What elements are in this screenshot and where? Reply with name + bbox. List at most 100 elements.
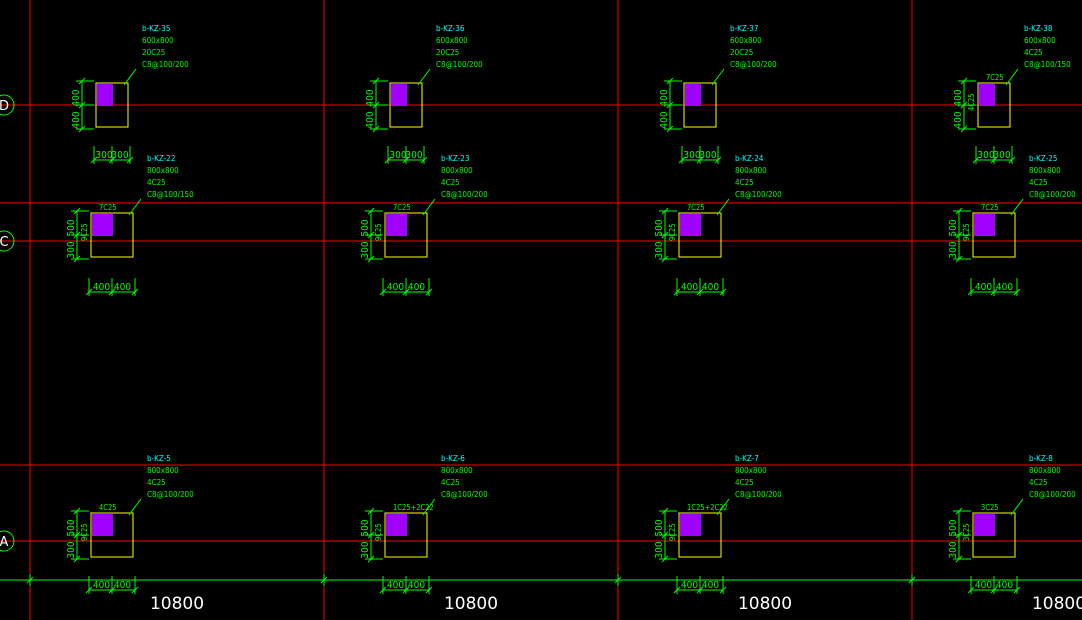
dimension-tick	[666, 125, 674, 133]
dimension-text: 300	[977, 150, 994, 161]
dimension-tick	[719, 586, 727, 594]
column-spec-line: 4C25	[1029, 478, 1048, 487]
column-tag: b-KZ-24	[735, 154, 764, 163]
column-outline	[389, 82, 423, 128]
dimension-text: 400	[659, 89, 670, 106]
axis-bubble-a[interactable]: A	[0, 530, 15, 552]
dimension-tick	[955, 231, 963, 239]
dimension-tick	[367, 531, 375, 539]
column-spec-line: 4C25	[735, 178, 754, 187]
dimension-tick	[372, 77, 380, 85]
dimension-tick	[379, 586, 387, 594]
dimension-tick	[372, 101, 380, 109]
dimension-text: 500	[66, 519, 77, 536]
dimension-tick	[661, 555, 669, 563]
leader-line	[716, 498, 730, 516]
column-spec-line: 4C25	[441, 178, 460, 187]
dimension-text: 400	[114, 282, 131, 293]
column-spec-line: 20C25	[436, 48, 459, 57]
column-spec-line: C8@100/200	[735, 190, 782, 199]
dimension-tick	[131, 586, 139, 594]
column-spec-line: 800x800	[1029, 466, 1061, 475]
dimension-tick	[990, 288, 998, 296]
dimension-tick	[714, 156, 722, 164]
dimension-text: 400	[702, 580, 719, 591]
dimension-text: 400	[365, 111, 376, 128]
dimension-tick	[661, 531, 669, 539]
dimension-text: 400	[387, 282, 404, 293]
dimension-text: 400	[93, 282, 110, 293]
dimension-text: 300	[66, 541, 77, 558]
columns-layer: b-KZ-35600x80020C25C8@100/20040040030030…	[66, 24, 1076, 594]
column-outline	[384, 212, 428, 258]
dimension-tick	[661, 507, 669, 515]
side-rebar-note: 3C25	[962, 523, 971, 541]
dimension-tick	[955, 207, 963, 215]
dimension-text: 400	[996, 580, 1013, 591]
dimension-text: 300	[948, 541, 959, 558]
dimension-tick	[73, 507, 81, 515]
top-rebar-note: 1C25+2C22	[687, 503, 728, 512]
dimension-text: 400	[996, 282, 1013, 293]
dimension-tick	[367, 255, 375, 263]
dimension-tick	[666, 77, 674, 85]
dimension-text: 500	[66, 219, 77, 236]
span-dimension: 10800	[150, 594, 204, 614]
dimension-tick	[367, 507, 375, 515]
column-tag: b-KZ-7	[735, 454, 759, 463]
column-tag: b-KZ-22	[147, 154, 175, 163]
axis-label: D	[0, 99, 9, 114]
axis-label: C	[0, 235, 9, 250]
column-tag: b-KZ-38	[1024, 24, 1053, 33]
dimension-tick	[73, 531, 81, 539]
column-spec-line: 800x800	[441, 166, 473, 175]
dimension-tick	[78, 101, 86, 109]
dimension-tick	[379, 288, 387, 296]
column-outline	[683, 82, 717, 128]
top-rebar-note: 3C25	[981, 503, 999, 512]
column-spec-line: 600x800	[142, 36, 174, 45]
column-spec-line: 4C25	[735, 478, 754, 487]
dimension-text: 400	[681, 282, 698, 293]
span-dimension: 10800	[738, 594, 792, 614]
dimension-tick	[384, 156, 392, 164]
dimension-tick	[402, 156, 410, 164]
column-reinforcement-fill	[974, 214, 995, 236]
dimension-tick	[367, 207, 375, 215]
column-outline	[678, 512, 722, 558]
column-tag: b-KZ-23	[441, 154, 469, 163]
leader-line	[1005, 68, 1019, 86]
dimension-text: 300	[360, 241, 371, 258]
column-spec-line: 4C25	[147, 478, 166, 487]
column-spec-line: C8@100/200	[441, 190, 488, 199]
dimension-tick	[990, 586, 998, 594]
dimension-tick	[367, 231, 375, 239]
column-spec-line: 800x800	[147, 466, 179, 475]
dimension-tick	[696, 156, 704, 164]
dimension-tick	[78, 125, 86, 133]
dimension-tick	[85, 586, 93, 594]
column-reinforcement-fill	[391, 84, 407, 106]
side-rebar-note: 9C25	[80, 223, 89, 241]
dimension-tick	[402, 288, 410, 296]
dimension-text: 400	[681, 580, 698, 591]
dimension-tick	[661, 231, 669, 239]
column-spec-line: C8@100/150	[147, 190, 194, 199]
dimension-text: 300	[389, 150, 406, 161]
column-spec-line: 600x800	[1024, 36, 1056, 45]
dimension-tick	[78, 77, 86, 85]
side-rebar-note: 9C25	[374, 523, 383, 541]
dimension-tick	[126, 156, 134, 164]
dimension-tick	[673, 288, 681, 296]
dimension-tick	[967, 586, 975, 594]
top-rebar-note: 7C25	[986, 73, 1004, 82]
axis-bubble-d[interactable]: D	[0, 94, 15, 116]
dimension-tick	[108, 156, 116, 164]
dimension-tick	[955, 555, 963, 563]
top-rebar-note: 1C25+2C22	[393, 503, 434, 512]
dimension-text: 300	[360, 541, 371, 558]
column-spec-line: 600x800	[436, 36, 468, 45]
axis-bubble-c[interactable]: C	[0, 230, 15, 252]
dimension-tick	[955, 531, 963, 539]
